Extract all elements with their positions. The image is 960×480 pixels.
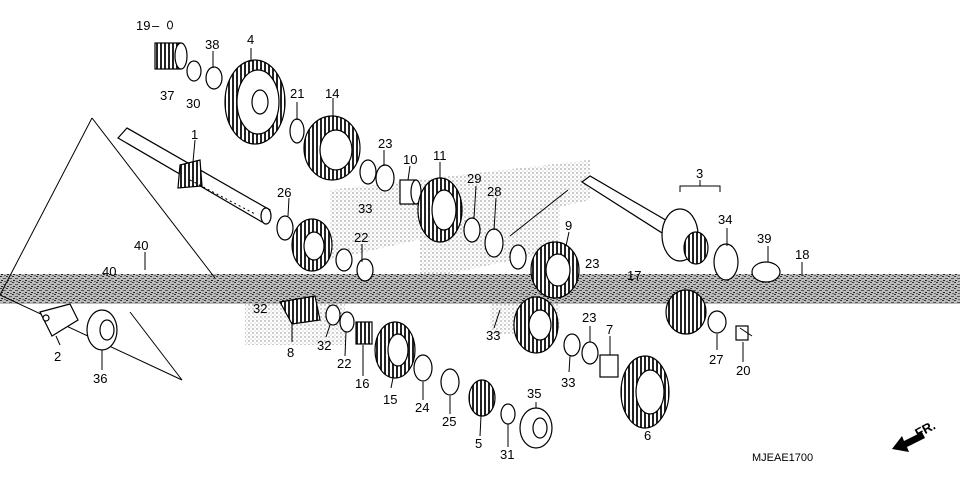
callout-20: 20	[736, 363, 750, 378]
callout-33-mid: 33	[486, 328, 500, 343]
bearing-part	[519, 407, 553, 449]
callout-33-lower: 33	[561, 375, 575, 390]
front-direction-arrow-icon: FR.	[892, 418, 938, 452]
washer-part	[375, 164, 395, 192]
scan-noise-band	[0, 274, 960, 304]
callout-24: 24	[415, 400, 429, 415]
bushing-part	[509, 244, 527, 270]
callout-17: 17	[627, 268, 641, 283]
callout-29: 29	[467, 171, 481, 186]
callout-10: 10	[403, 152, 417, 167]
callout-16: 16	[355, 376, 369, 391]
callout-36: 36	[93, 371, 107, 386]
washer-part	[325, 304, 341, 326]
countershaft-part	[580, 175, 709, 265]
gear-part	[303, 115, 361, 181]
callout-33-top: 33	[358, 201, 372, 216]
callout-25: 25	[442, 414, 456, 429]
callout-40-upper: 40	[134, 238, 148, 253]
callout-22-top: 22	[354, 230, 368, 245]
washer-part	[356, 258, 374, 282]
leader-lines	[55, 48, 803, 447]
callout-15: 15	[383, 392, 397, 407]
diagram-code: MJEAE1700	[752, 452, 813, 464]
callout-1: 1	[191, 127, 198, 142]
washer-part	[335, 248, 353, 272]
bushing-part	[599, 354, 619, 378]
callout-9: 9	[565, 218, 572, 233]
callout-23-mid: 23	[585, 256, 599, 271]
callout-31: 31	[500, 447, 514, 462]
callout-27: 27	[709, 352, 723, 367]
callout-6: 6	[644, 428, 651, 443]
collar-part	[205, 66, 223, 90]
washer-part	[751, 261, 781, 283]
callout-35: 35	[527, 386, 541, 401]
washer-part	[289, 118, 305, 144]
gear-part	[468, 379, 496, 417]
washer-part	[581, 341, 599, 365]
callout-3: 3	[696, 166, 703, 181]
callout-19: 19	[136, 18, 150, 33]
washer-part	[463, 217, 481, 243]
callout-4: 4	[247, 32, 254, 47]
washer-part	[713, 243, 739, 281]
washer-part	[276, 215, 294, 241]
washer-symbol-icon	[167, 20, 173, 30]
gear-part	[620, 355, 670, 429]
callout-34: 34	[718, 212, 732, 227]
gear-part	[224, 59, 286, 145]
callout-14: 14	[325, 86, 339, 101]
callout-23-lower: 23	[582, 310, 596, 325]
callout-21: 21	[290, 86, 304, 101]
bushing-part	[399, 179, 422, 205]
washer-part	[339, 311, 355, 333]
washer-part	[413, 354, 433, 382]
callout-32-right: 32	[317, 338, 331, 353]
washer-part	[186, 60, 202, 82]
washer-part	[500, 403, 516, 425]
gear-part	[665, 289, 707, 335]
washer-part	[563, 333, 581, 357]
needle-bearing-part	[154, 42, 188, 70]
bushing-part	[355, 321, 373, 345]
callout-18: 18	[795, 247, 809, 262]
callout-8: 8	[287, 345, 294, 360]
shift-fork-part	[279, 295, 321, 325]
callout-23-top: 23	[378, 136, 392, 151]
callout-32-left: 32	[253, 301, 267, 316]
washer-part	[707, 310, 727, 334]
callout-labels: 19 – 38 4 37 30 21 14 1 23 10 11 3 29 26…	[54, 18, 813, 464]
gear-part	[513, 296, 559, 354]
callout-26: 26	[277, 185, 291, 200]
callout-5: 5	[475, 436, 482, 451]
gear-part	[374, 321, 416, 379]
gear-part	[417, 177, 463, 243]
washer-part	[484, 228, 504, 258]
callout-22-lower: 22	[337, 356, 351, 371]
callout-37: 37	[160, 88, 174, 103]
gear-part	[530, 241, 580, 299]
callout-38: 38	[205, 37, 219, 52]
callout-30: 30	[186, 96, 200, 111]
bearing-holder-part	[39, 303, 79, 337]
callout-39: 39	[757, 231, 771, 246]
gear-part	[291, 218, 333, 272]
washer-part	[440, 368, 460, 396]
callout-19-symbol: –	[152, 18, 160, 33]
callout-11: 11	[433, 148, 447, 163]
callout-28: 28	[487, 184, 501, 199]
bearing-part	[86, 309, 118, 351]
callout-2: 2	[54, 349, 61, 364]
callout-7: 7	[606, 322, 613, 337]
callout-40-lower: 40	[102, 264, 116, 279]
washer-part	[359, 159, 377, 185]
bolt-part	[735, 325, 753, 341]
